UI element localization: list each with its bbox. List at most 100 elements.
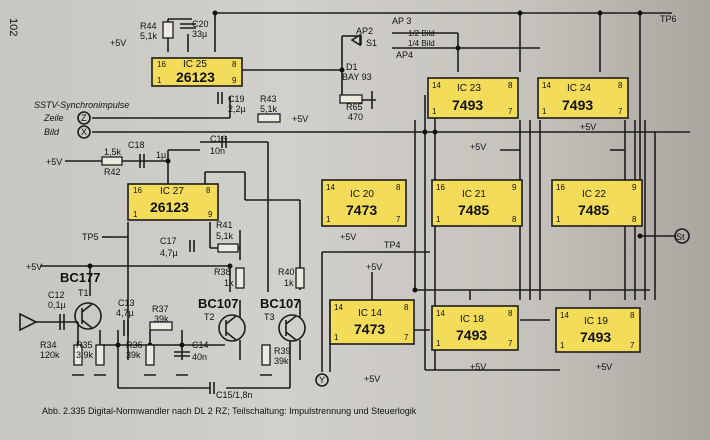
ic19-part: 7493 bbox=[580, 329, 611, 345]
ic24-pin-a: 14 bbox=[542, 81, 551, 90]
c12-value: 0,1µ bbox=[48, 300, 66, 310]
ic20-pin-d: 7 bbox=[396, 215, 401, 224]
c14-label: C14 bbox=[192, 340, 209, 350]
ic19: 14 8 1 7 IC 19 7493 bbox=[555, 307, 641, 353]
c18-label: C18 bbox=[128, 140, 145, 150]
r34-label: R34 bbox=[40, 340, 57, 350]
c17-capacitor bbox=[189, 240, 195, 252]
plus5v-ic14-bottom: +5V bbox=[364, 374, 380, 384]
r37-label: R37 bbox=[152, 304, 169, 314]
x-label: X bbox=[81, 127, 87, 137]
ic21-pin-c: 1 bbox=[436, 215, 441, 224]
r42-resistor bbox=[101, 156, 123, 166]
c13-capacitor bbox=[123, 320, 129, 336]
terminal-y bbox=[315, 373, 329, 387]
ic23-label: IC 23 bbox=[457, 83, 481, 94]
junction-dots bbox=[87, 10, 643, 348]
ic27-part: 26123 bbox=[150, 199, 189, 215]
c12-capacitor bbox=[59, 314, 65, 330]
figure-caption: Abb. 2.335 Digital-Normwandler nach DL 2… bbox=[42, 406, 417, 416]
r43-value: 5,1k bbox=[260, 104, 278, 114]
ic25-pin-c: 1 bbox=[157, 76, 162, 85]
ic21-pin-a: 16 bbox=[436, 183, 445, 192]
zeile-label: Zeile bbox=[43, 113, 64, 123]
d1-diode bbox=[350, 33, 362, 47]
r40-label: R40 bbox=[278, 267, 295, 277]
ic24-pin-c: 1 bbox=[542, 107, 547, 116]
ic14-part: 7473 bbox=[354, 321, 385, 337]
ic14-pin-b: 8 bbox=[404, 303, 409, 312]
t1-transistor bbox=[74, 302, 102, 330]
r34-value: 120k bbox=[40, 350, 60, 360]
ic14-pin-c: 1 bbox=[334, 333, 339, 342]
r44-resistor bbox=[162, 21, 174, 39]
ic24-part: 7493 bbox=[562, 97, 593, 113]
c14-capacitor bbox=[174, 351, 190, 357]
tp6-label: TP6 bbox=[660, 14, 677, 24]
ic24-label: IC 24 bbox=[567, 83, 591, 94]
tp5-label: TP5 bbox=[82, 232, 99, 242]
terminal-x bbox=[77, 125, 91, 139]
bc107b-label: BC107 bbox=[260, 296, 300, 311]
ic24: 14 8 1 7 IC 24 7493 bbox=[537, 77, 629, 119]
plus5v-ic20: +5V bbox=[340, 232, 356, 242]
ic24-pin-d: 7 bbox=[618, 107, 623, 116]
ic14-label: IC 14 bbox=[358, 308, 382, 319]
terminals bbox=[77, 111, 690, 387]
labels: R44 5,1k C20 33µ +5V C19 2,2µ R43 5,1k +… bbox=[26, 14, 685, 400]
c19-label: C19 bbox=[228, 94, 245, 104]
input-amplifier-symbol bbox=[19, 312, 38, 332]
r65-value: 470 bbox=[348, 112, 363, 122]
half-label: 1/2 Bild bbox=[408, 29, 435, 38]
ic20-pin-b: 8 bbox=[396, 183, 401, 192]
r35-resistor bbox=[95, 344, 105, 366]
c20-label: C20 bbox=[192, 19, 209, 29]
c18-value: 1µ bbox=[156, 150, 166, 160]
transistors bbox=[74, 302, 306, 342]
ic25: 16 8 1 9 IC 25 26123 bbox=[151, 57, 243, 87]
ic18-pin-c: 1 bbox=[436, 339, 441, 348]
ic25-label: IC 25 bbox=[183, 59, 207, 70]
ic23-pin-d: 7 bbox=[508, 107, 513, 116]
t2-transistor bbox=[218, 314, 246, 342]
y-label: Y bbox=[319, 375, 325, 385]
r40-resistor bbox=[295, 267, 305, 289]
ic27-label: IC 27 bbox=[160, 186, 184, 197]
r65-resistor bbox=[339, 94, 363, 104]
ic18-pin-a: 14 bbox=[436, 309, 445, 318]
r41-value: 5,1k bbox=[216, 231, 234, 241]
r42-value: 1,5k bbox=[104, 147, 122, 157]
c17-value: 4,7µ bbox=[160, 248, 178, 258]
r34-resistor bbox=[73, 344, 83, 366]
ap2-label: AP2 bbox=[356, 26, 373, 36]
terminal-st bbox=[674, 228, 690, 244]
ic19-pin-c: 1 bbox=[560, 341, 565, 350]
ic21: 16 9 1 8 IC 21 7485 bbox=[431, 179, 523, 227]
ic27-pin-c: 1 bbox=[133, 210, 138, 219]
r36-label: R36 bbox=[126, 340, 143, 350]
r38-value: 1k bbox=[224, 278, 234, 288]
st-label: St bbox=[676, 232, 685, 242]
d1-value: BAY 93 bbox=[342, 72, 372, 82]
quarter-label: 1/4 Bild bbox=[408, 39, 435, 48]
ic18: 14 8 1 7 IC 18 7493 bbox=[431, 305, 519, 351]
plus5v-ic23: +5V bbox=[470, 142, 486, 152]
ic22-label: IC 22 bbox=[582, 189, 606, 200]
r43-label: R43 bbox=[260, 94, 277, 104]
ap4-label: AP4 bbox=[396, 50, 413, 60]
ic21-pin-d: 8 bbox=[512, 215, 517, 224]
ic19-pin-b: 8 bbox=[630, 311, 635, 320]
ic21-pin-b: 9 bbox=[512, 183, 517, 192]
r35-value: 3,9k bbox=[76, 350, 94, 360]
ic27: 16 8 1 9 IC 27 26123 bbox=[127, 183, 219, 221]
c20-capacitor bbox=[180, 23, 196, 29]
ic25-pin-d: 9 bbox=[232, 76, 237, 85]
z-label: Z bbox=[81, 113, 87, 123]
ic23-part: 7493 bbox=[452, 97, 483, 113]
r44-value: 5,1k bbox=[140, 31, 158, 41]
c19-value: 2,2µ bbox=[228, 104, 246, 114]
plus5v-ic24: +5V bbox=[580, 122, 596, 132]
r37-resistor bbox=[149, 321, 173, 331]
s1-label: S1 bbox=[366, 38, 377, 48]
sstv-label: SSTV-Synchronimpulse bbox=[34, 100, 129, 110]
